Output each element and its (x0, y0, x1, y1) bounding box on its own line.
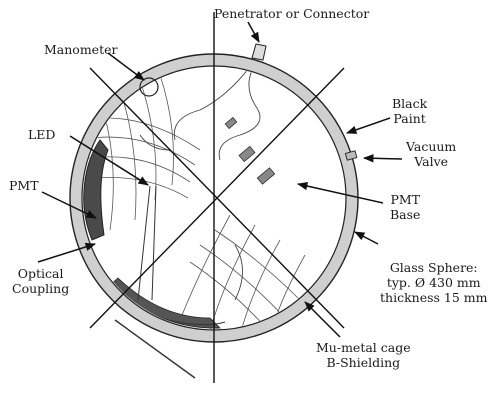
label-mu-metal-cage: Mu-metal cage B-Shielding (316, 340, 411, 370)
label-manometer: Manometer (44, 42, 117, 57)
label-glass-sphere: Glass Sphere: typ. Ø 430 mm thickness 15… (380, 260, 487, 305)
label-pmt-base: PMT Base (390, 192, 420, 222)
label-penetrator: Penetrator or Connector (214, 6, 369, 21)
label-black-paint: Black Paint (392, 96, 427, 126)
pmt-base-electronics (225, 117, 274, 184)
label-vacuum-valve: Vacuum Valve (406, 139, 456, 169)
label-pmt: PMT (9, 178, 39, 193)
label-optical-coupling: Optical Coupling (12, 266, 69, 296)
label-led: LED (28, 127, 55, 142)
led-rods (138, 186, 156, 300)
penetrator-connector (252, 44, 266, 60)
internal-cables (140, 55, 262, 300)
